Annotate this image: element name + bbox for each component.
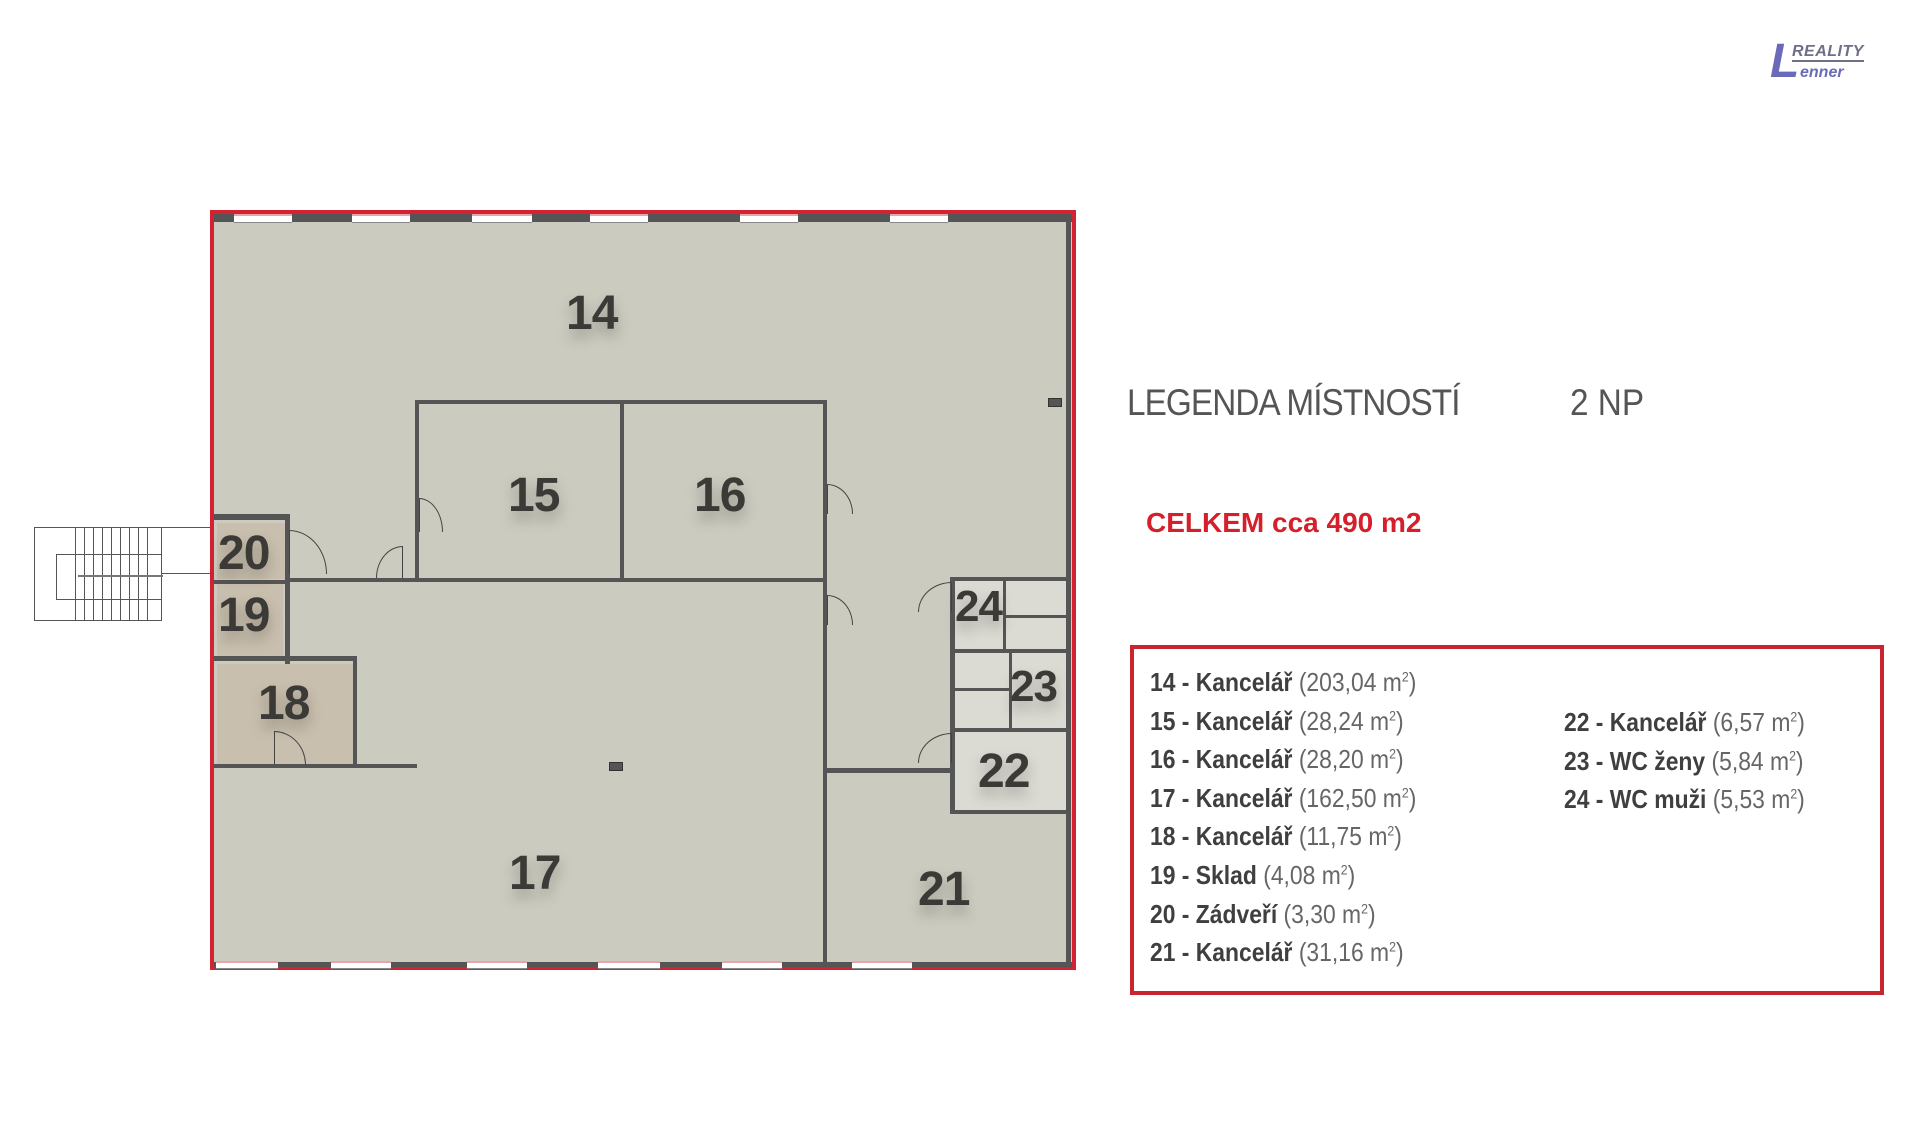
wall	[290, 578, 827, 582]
window	[590, 214, 648, 223]
wall	[823, 770, 827, 966]
window	[722, 961, 782, 969]
legend-item: 20 - Zádveří (3,30 m2)	[1150, 898, 1376, 929]
logo-word-reality: REALITY	[1792, 43, 1864, 62]
room-label-19: 19	[218, 589, 270, 642]
room-20-floor	[217, 523, 285, 579]
reality-lenner-logo: L REALITY enner	[1770, 38, 1910, 88]
window	[852, 961, 912, 969]
wall	[823, 400, 827, 770]
total-area: CELKEM cca 490 m2	[1146, 507, 1422, 538]
legend-item: 14 - Kancelář (203,04 m2)	[1150, 667, 1417, 697]
wall	[1006, 615, 1066, 618]
legend-item: 19 - Sklad (4,08 m2)	[1150, 859, 1356, 890]
wall	[823, 768, 953, 773]
wall	[620, 400, 624, 580]
room-19-floor	[217, 584, 283, 656]
legend-item: 24 - WC muži (5,53 m2)	[1564, 784, 1805, 815]
wall	[214, 764, 417, 768]
room-label-22: 22	[978, 745, 1030, 798]
room-label-17: 17	[509, 847, 561, 900]
wall	[950, 810, 1066, 814]
legend-item: 21 - Kancelář (31,16 m2)	[1150, 937, 1404, 968]
legend-title: LEGENDA MÍSTNOSTÍ	[1127, 382, 1460, 423]
wall	[955, 688, 1009, 691]
window	[352, 214, 410, 223]
window	[890, 214, 948, 223]
wall	[950, 728, 1066, 732]
wall	[950, 577, 955, 814]
window	[467, 961, 527, 969]
wall	[1009, 653, 1012, 729]
wall	[214, 514, 289, 520]
room-label-24: 24	[955, 582, 1003, 631]
floor-label: 2 NP	[1570, 382, 1645, 423]
wall	[415, 400, 419, 580]
building-outline	[210, 210, 1076, 970]
window	[472, 214, 532, 223]
floor-plan: 14 15 16 17 18 19 20 21 22 23 24	[0, 0, 1100, 1000]
window	[740, 214, 798, 223]
window	[216, 961, 278, 969]
wall	[285, 514, 290, 664]
staircase	[34, 527, 163, 621]
wall	[1003, 580, 1006, 650]
room-label-18: 18	[258, 677, 310, 730]
legend-item: 23 - WC ženy (5,84 m2)	[1564, 745, 1804, 776]
logo-word-enner: enner	[1800, 64, 1844, 81]
window	[234, 214, 292, 223]
wall	[353, 656, 357, 768]
window	[598, 961, 660, 969]
room-label-20: 20	[218, 527, 270, 580]
legend-item: 16 - Kancelář (28,20 m2)	[1150, 744, 1404, 775]
wall	[950, 577, 1066, 581]
pillar	[609, 762, 623, 771]
room-label-16: 16	[694, 469, 746, 522]
legend-column-right: 22 - Kancelář (6,57 m2) 23 - WC ženy (5,…	[1564, 707, 1838, 823]
room-label-14: 14	[566, 287, 618, 340]
room-label-15: 15	[508, 469, 560, 522]
legend-item: 17 - Kancelář (162,50 m2)	[1150, 782, 1417, 813]
legend-column-left: 14 - Kancelář (203,04 m2) 15 - Kancelář …	[1150, 667, 1453, 976]
legend-item: 15 - Kancelář (28,24 m2)	[1150, 705, 1404, 736]
legend-item: 18 - Kancelář (11,75 m2)	[1150, 821, 1402, 852]
outer-wall-right	[1066, 214, 1071, 966]
room-legend-box: 14 - Kancelář (203,04 m2) 15 - Kancelář …	[1130, 645, 1884, 995]
room-label-23: 23	[1010, 662, 1058, 711]
pillar	[1048, 398, 1062, 407]
wall	[214, 656, 354, 661]
legend-item: 22 - Kancelář (6,57 m2)	[1564, 707, 1805, 737]
wall	[214, 580, 289, 584]
wall	[950, 649, 1066, 653]
window	[331, 961, 391, 969]
room-label-21: 21	[918, 863, 970, 916]
